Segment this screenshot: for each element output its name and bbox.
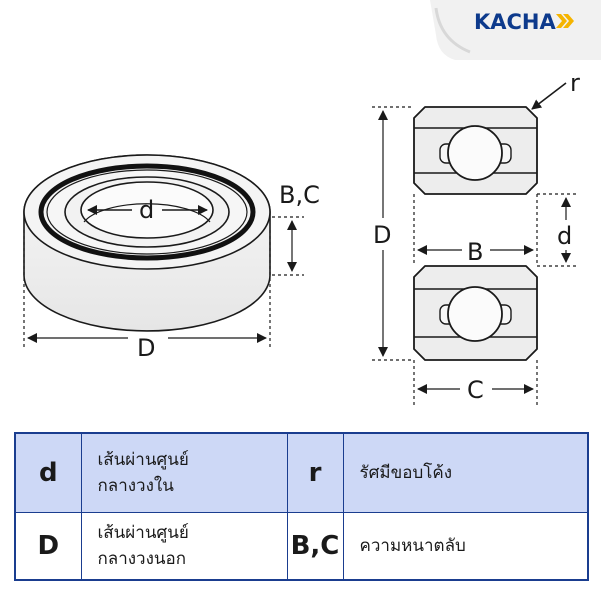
dim-left-d: d: [87, 196, 208, 224]
legend-desc-bc: ความหนาตลับ: [342, 512, 589, 581]
legend-desc-line: กลางวงใน: [97, 476, 174, 496]
legend-symbol-d: d: [14, 432, 82, 513]
dim-right-D: [372, 106, 414, 361]
section-top: [413, 106, 538, 195]
bearing-bore: [80, 181, 214, 239]
dim-right-B: [413, 194, 538, 266]
bearing-cross-section: [413, 106, 538, 361]
ball-bottom: [447, 286, 503, 342]
label-bc-left: B,C: [279, 181, 320, 209]
section-bottom: [413, 265, 538, 361]
bearing-seal-ring: [38, 163, 256, 261]
dim-left-D: [23, 230, 271, 348]
legend-row: d เส้นผ่านศูนย์ กลางวงใน r รัศมีขอบโค้ง: [14, 432, 589, 513]
legend-symbol-D: D: [14, 512, 82, 581]
ball-top: [447, 125, 503, 181]
legend-desc-line: กลางวงนอก: [97, 549, 187, 569]
legend-symbol-bc: B,C: [286, 512, 344, 581]
bearing-perspective-view: [23, 154, 271, 332]
legend-table: d เส้นผ่านศูนย์ กลางวงใน r รัศมีขอบโค้ง …: [14, 432, 589, 581]
label-d-right: d: [557, 222, 572, 250]
label-D-right: D: [373, 221, 391, 249]
label-r: r: [570, 69, 580, 97]
logo-chevrons-icon: [556, 14, 574, 28]
label-D-left: D: [137, 334, 155, 362]
label-d-left: d: [139, 196, 154, 224]
legend-desc-line: ความหนาตลับ: [359, 536, 466, 556]
label-B: B: [467, 238, 483, 266]
legend-row: D เส้นผ่านศูนย์ กลางวงนอก B,C ความหนาตลั…: [14, 512, 589, 581]
brand-name: KACHA: [474, 10, 557, 34]
dim-right-C: [413, 360, 538, 408]
label-C: C: [467, 376, 484, 404]
dim-right-r: r: [531, 69, 580, 110]
legend-desc-d: เส้นผ่านศูนย์ กลางวงใน: [80, 432, 288, 513]
legend-symbol-r: r: [286, 432, 344, 513]
legend-desc-D: เส้นผ่านศูนย์ กลางวงนอก: [80, 512, 288, 581]
legend-desc-line: รัศมีขอบโค้ง: [359, 463, 453, 483]
legend-desc-r: รัศมีขอบโค้ง: [342, 432, 589, 513]
dim-right-d: [537, 193, 578, 267]
legend-desc-line: เส้นผ่านศูนย์: [97, 523, 189, 543]
dim-left-bc: [272, 216, 304, 276]
brand-logo: KACHA: [430, 0, 601, 60]
legend-desc-line: เส้นผ่านศูนย์: [97, 450, 189, 470]
